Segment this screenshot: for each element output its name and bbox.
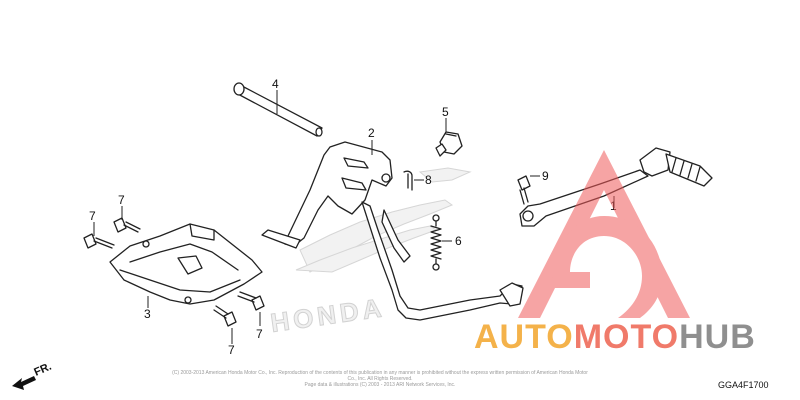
copyright-line-2: Page data & illustrations (C) 2003 - 201… xyxy=(304,382,456,388)
part-6-stand-spring[interactable] xyxy=(430,214,442,271)
callout-7-lower-left: 7 xyxy=(228,343,235,357)
callout-5: 5 xyxy=(442,105,449,119)
part-9-kick-arm-bolt[interactable] xyxy=(517,175,531,205)
part-7-bolt-upper[interactable] xyxy=(113,217,141,233)
front-direction-arrow-icon: FR. xyxy=(12,362,53,390)
part-3-stand-bracket[interactable] xyxy=(109,223,263,305)
callout-9: 9 xyxy=(542,169,549,183)
callout-8: 8 xyxy=(425,173,432,187)
copyright-notice: (C) 2003-2013 American Honda Motor Co., … xyxy=(170,370,590,388)
part-2-main-stand[interactable] xyxy=(261,141,524,321)
callout-6: 6 xyxy=(455,234,462,248)
watermark-text-part3: HUB xyxy=(679,318,756,356)
part-7-bolt-lower-left[interactable] xyxy=(213,305,237,327)
diagram-code: GGA4F1700 xyxy=(718,380,769,390)
watermark-text-part1: AUTO xyxy=(474,318,574,356)
part-4-stand-shaft[interactable] xyxy=(233,82,323,137)
callout-7-upper: 7 xyxy=(118,193,125,207)
part-8-cotter-pin[interactable] xyxy=(403,170,413,191)
automotohub-watermark-text: AUTOMOTOHUB xyxy=(474,318,756,357)
callout-7-upper-left: 7 xyxy=(89,209,96,223)
copyright-line-1: (C) 2003-2013 American Honda Motor Co., … xyxy=(172,370,588,382)
front-direction-label: FR. xyxy=(32,362,53,379)
honda-trademark-text: HONDA xyxy=(269,292,387,338)
callout-4: 4 xyxy=(272,77,279,91)
callout-1: 1 xyxy=(610,199,617,213)
part-7-bolt-lower-right[interactable] xyxy=(237,291,265,311)
part-1-kick-starter-arm[interactable] xyxy=(519,147,713,227)
callout-3: 3 xyxy=(144,307,151,321)
part-5-stopper-rubber[interactable] xyxy=(435,131,463,157)
watermark-text-part2: MOTO xyxy=(573,318,680,356)
part-7-bolt-upper-left[interactable] xyxy=(83,233,115,249)
callout-7-lower-right: 7 xyxy=(256,327,263,341)
callout-2: 2 xyxy=(368,126,375,140)
